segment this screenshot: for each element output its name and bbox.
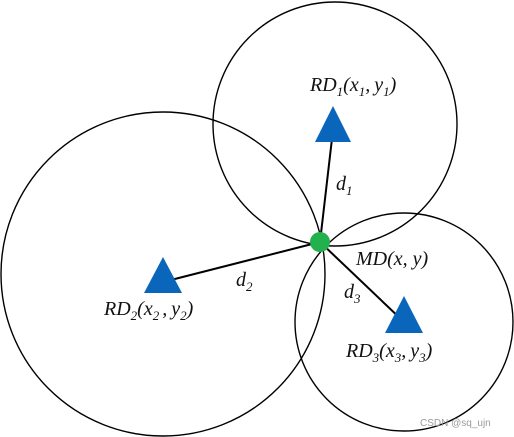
d1-label: d1 [336, 173, 353, 198]
d3-label: d3 [344, 281, 361, 306]
rd1-label: RD1(x1,y1) [309, 74, 397, 99]
watermark: CSDN @sq_ujn [420, 418, 491, 429]
md-dot [310, 232, 330, 252]
line-d1 [319, 129, 334, 243]
d2-label: d2 [236, 269, 253, 294]
rd2-triangle [144, 257, 182, 293]
md-label: MD(x, y) [355, 248, 429, 270]
circle-rd3 [294, 212, 514, 432]
circle-rd1 [212, 1, 458, 247]
rd1-triangle [315, 106, 351, 142]
rd3-triangle [385, 296, 423, 333]
circle-rd2 [0, 111, 326, 437]
line-d2 [162, 241, 321, 283]
rd3-label: RD3(x3,y3) [345, 340, 433, 365]
rd2-label: RD2(x2,y2) [103, 298, 194, 323]
line-d3 [319, 241, 405, 323]
